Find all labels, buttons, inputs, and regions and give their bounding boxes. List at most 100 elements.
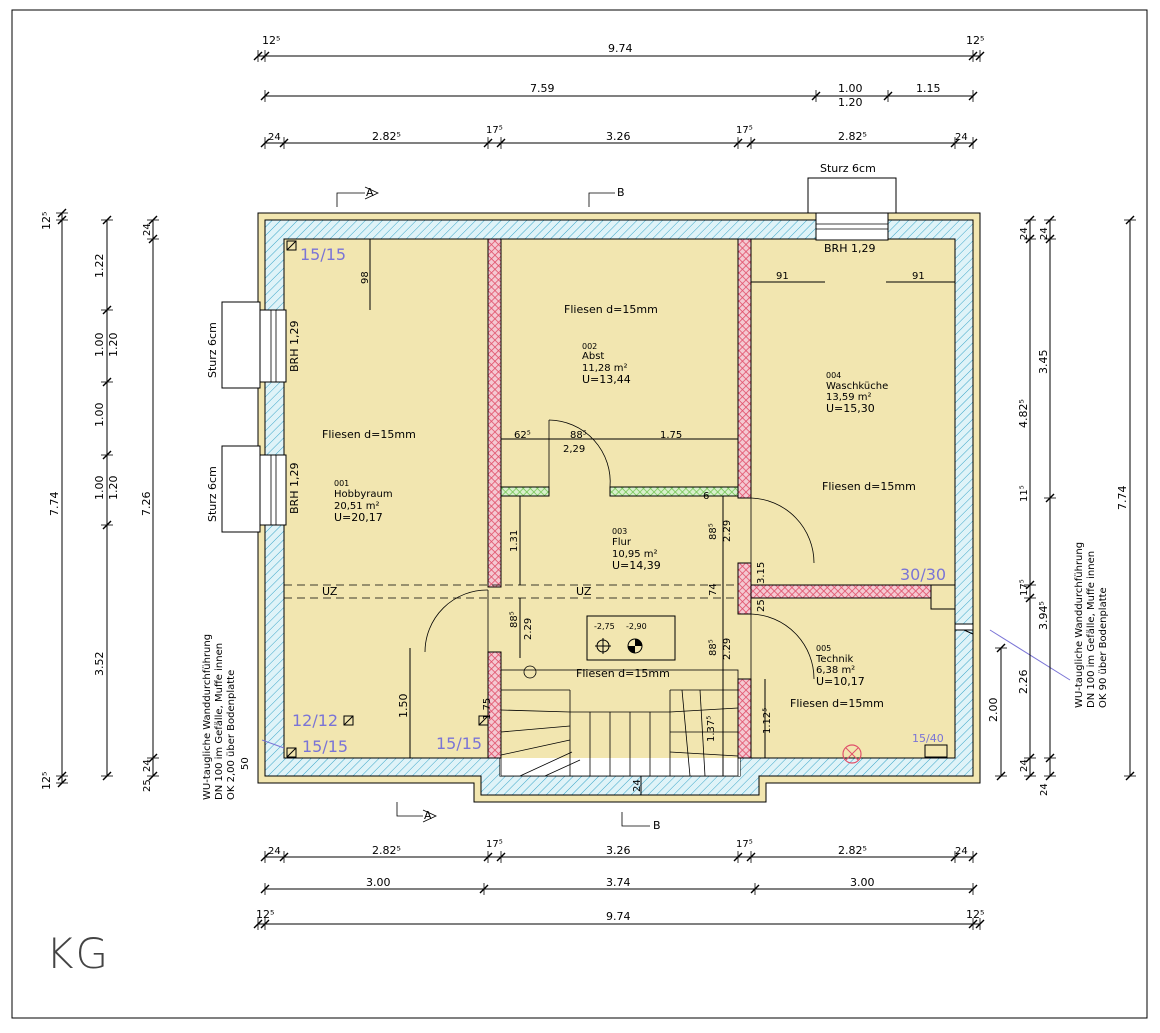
dim-inner-91-right: 91 xyxy=(912,271,925,282)
note-left-line2: DN 100 im Gefälle, Muffe innen xyxy=(214,643,225,800)
dim-inner-88-5-b: 88⁵ xyxy=(708,523,719,540)
room-002-no: 002 xyxy=(582,342,597,351)
dim-right-chain1-2: 11⁵ xyxy=(1019,485,1030,502)
dim-top-row2-d: 1.15 xyxy=(916,82,941,95)
dim-inner-6: 6 xyxy=(703,491,709,502)
level-marker-box xyxy=(586,615,676,661)
room-002-name: Abst xyxy=(582,351,604,362)
section-b-bottom: B xyxy=(653,819,661,832)
room-001-u: U=20,17 xyxy=(334,511,383,524)
dim-inner-1-50: 1.50 xyxy=(397,694,410,719)
dim-bottom-row1-a: 24 xyxy=(268,846,281,857)
dim-top-row2-a: 7.59 xyxy=(530,82,555,95)
section-a-top: A xyxy=(366,186,374,199)
level-right: -2,90 xyxy=(626,622,647,631)
dim-bottom-row2-c: 3.00 xyxy=(850,876,875,889)
label-sturz-left-1: Sturz 6cm xyxy=(206,322,219,378)
label-brh-left-1: BRH 1,29 xyxy=(288,321,301,372)
sheet-frame xyxy=(11,9,1148,1019)
label-uz-mid: UZ xyxy=(576,585,592,598)
dimension-ticks xyxy=(56,50,1136,930)
dim-left-chain-3: 1.00 xyxy=(93,403,106,428)
dim-left-chain-5: 1.20 xyxy=(107,476,120,501)
dim-inner-91-left: 91 xyxy=(776,271,789,282)
label-uz-left: UZ xyxy=(322,585,338,598)
building-outline xyxy=(257,212,981,803)
dim-left-outer-bottom: 12⁵ xyxy=(40,772,53,790)
dim-top-row1-mid: 9.74 xyxy=(608,42,633,55)
dim-right-chain1-3: 17⁵ xyxy=(1019,579,1030,596)
dim-left-inner-3: 24 xyxy=(142,759,153,772)
dim-bottom-row1-d: 3.26 xyxy=(606,844,631,857)
dim-right-chain2-3: 24 xyxy=(1039,783,1050,796)
room-002-u: U=13,44 xyxy=(582,373,631,386)
dim-top-row1-right: 12⁵ xyxy=(966,34,984,47)
room-004-area: 13,59 m² xyxy=(826,392,872,403)
dim-inner-2-29-a: 2.29 xyxy=(523,618,534,640)
room-005-u: U=10,17 xyxy=(816,675,865,688)
dim-top-row3-e: 17⁵ xyxy=(736,125,753,136)
opening-15-40: 15/40 xyxy=(912,732,944,745)
dim-left-chain-2: 1.20 xyxy=(107,333,120,358)
floor-label: KG xyxy=(46,929,110,978)
room-001-no: 001 xyxy=(334,479,349,488)
room-005-floor: Fliesen d=15mm xyxy=(790,697,884,710)
dim-top-row2-b: 1.00 xyxy=(838,82,863,95)
dim-right-chain1-1: 4.82⁵ xyxy=(1017,399,1030,428)
dim-inner-2-29-top: 2,29 xyxy=(563,444,585,455)
dim-inner-2-29-c: 2.29 xyxy=(722,638,733,660)
floor-drain-icon xyxy=(842,744,862,764)
room-003-area: 10,95 m² xyxy=(612,549,658,560)
label-brh-left-2: BRH 1,29 xyxy=(288,463,301,514)
room-005-no: 005 xyxy=(816,644,831,653)
dim-top-row3-a: 24 xyxy=(268,132,281,143)
dim-left-chain-6: 3.52 xyxy=(93,652,106,677)
room-003-u: U=14,39 xyxy=(612,559,661,572)
dim-left-chain-1: 1.00 xyxy=(93,333,106,358)
room-004-name: Waschküche xyxy=(826,381,888,392)
dim-bottom-row1-f: 2.82⁵ xyxy=(838,844,867,857)
dim-inner-74: 74 xyxy=(708,583,719,596)
room-002-floor: Fliesen d=15mm xyxy=(564,303,658,316)
dim-top-row3-c: 17⁵ xyxy=(486,125,503,136)
dim-right-chain1-5: 24 xyxy=(1019,759,1030,772)
dim-right-chain1-4: 2.26 xyxy=(1017,670,1030,695)
room-005: 005 Technik 6,38 m² U=10,17 Fliesen d=15… xyxy=(790,644,884,710)
pipe-note-right: WU-taugliche Wanddurchführung DN 100 im … xyxy=(1074,542,1109,708)
dim-inner-50: 50 xyxy=(240,757,251,770)
level-left: -2,75 xyxy=(594,622,615,631)
dim-bottom-row3-left: 12⁵ xyxy=(256,908,274,921)
dim-inner-1-75-stair: 1.75 xyxy=(482,698,493,720)
dim-left-outer-mid: 7.74 xyxy=(48,492,61,517)
label-sturz-top: Sturz 6cm xyxy=(820,162,876,175)
dim-inner-1-31: 1.31 xyxy=(509,530,520,552)
room-001-floor: Fliesen d=15mm xyxy=(322,428,416,441)
dim-bottom-row1-e: 17⁵ xyxy=(736,839,753,850)
dim-left-inner-0: 24 xyxy=(142,223,153,236)
doors xyxy=(424,419,815,680)
opening-30-30: 30/30 xyxy=(900,565,946,584)
dim-right-outer: 7.74 xyxy=(1116,486,1129,511)
dim-top-row3-d: 3.26 xyxy=(606,130,631,143)
section-b-top: B xyxy=(617,186,625,199)
room-001-area: 20,51 m² xyxy=(334,501,380,512)
room-004-no: 004 xyxy=(826,371,841,380)
room-002: Fliesen d=15mm 002 Abst 11,28 m² U=13,44 xyxy=(564,303,658,386)
note-right-line3: OK 90 über Bodenplatte xyxy=(1098,587,1109,708)
dim-inner-2-29-b: 2.29 xyxy=(722,520,733,542)
room-003-no: 003 xyxy=(612,527,627,536)
room-005-area: 6,38 m² xyxy=(816,665,855,676)
section-a-bottom: A xyxy=(424,809,432,822)
dim-bottom-row3-right: 12⁵ xyxy=(966,908,984,921)
note-right-line2: DN 100 im Gefälle, Muffe innen xyxy=(1086,551,1097,708)
dim-bottom-row2-b: 3.74 xyxy=(606,876,631,889)
room-003-name: Flur xyxy=(612,537,632,548)
dim-bottom-row2-a: 3.00 xyxy=(366,876,391,889)
room-003-floor: Fliesen d=15mm xyxy=(576,667,670,680)
note-right-line1: WU-taugliche Wanddurchführung xyxy=(1074,542,1085,708)
opening-15-15-stairs: 15/15 xyxy=(436,734,482,753)
dim-inner-88-5-a: 88⁵ xyxy=(509,611,520,628)
dim-right-chain2-1: 3.45 xyxy=(1037,350,1050,375)
